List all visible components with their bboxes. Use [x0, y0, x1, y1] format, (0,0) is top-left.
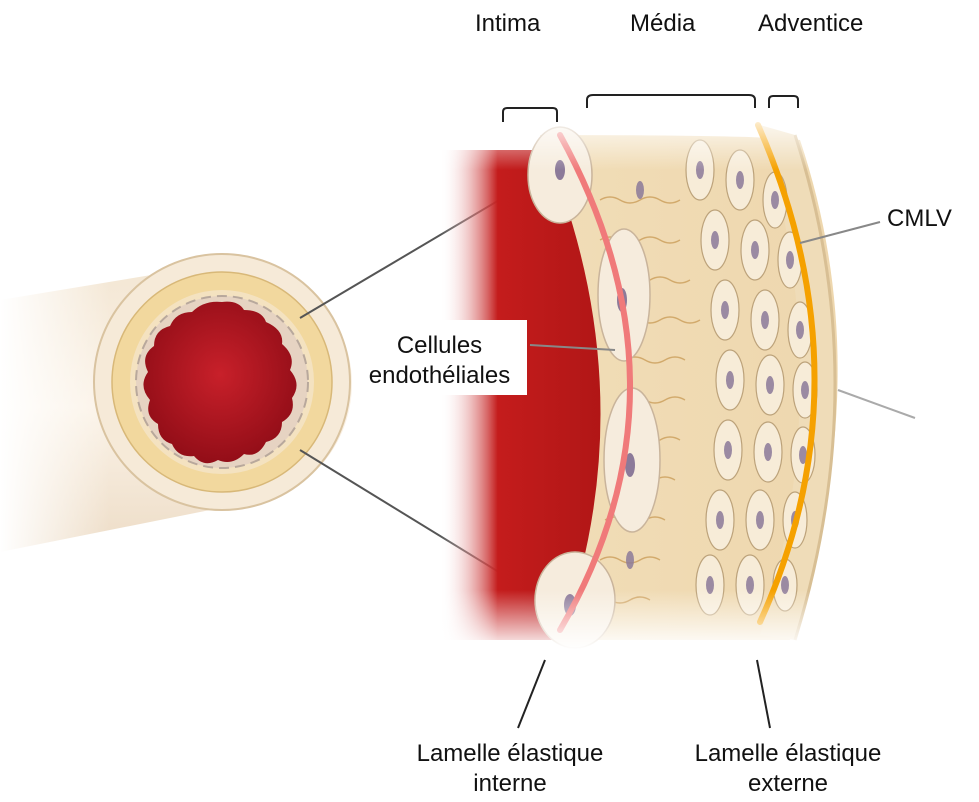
- label-iel-line1: Lamelle élastique: [385, 740, 635, 768]
- label-endothelial-line2: endothéliales: [352, 362, 527, 390]
- iel-leader: [518, 660, 545, 728]
- media-bracket: [587, 95, 755, 108]
- label-eel-line2: externe: [663, 770, 913, 798]
- label-iel-line2: interne: [385, 770, 635, 798]
- label-eel-line1: Lamelle élastique: [663, 740, 913, 768]
- label-endothelial-line1: Cellules: [352, 332, 527, 360]
- vessel-cross-section: [0, 250, 352, 570]
- endothelial-label-box: Cellules endothéliales: [352, 320, 527, 395]
- label-media: Média: [630, 10, 695, 38]
- label-cmlv: CMLV: [887, 205, 952, 233]
- adventice-bracket: [769, 96, 798, 108]
- label-intima: Intima: [475, 10, 540, 38]
- eel-leader: [757, 660, 770, 728]
- adventice-leader: [838, 390, 915, 418]
- label-adventice: Adventice: [758, 10, 863, 38]
